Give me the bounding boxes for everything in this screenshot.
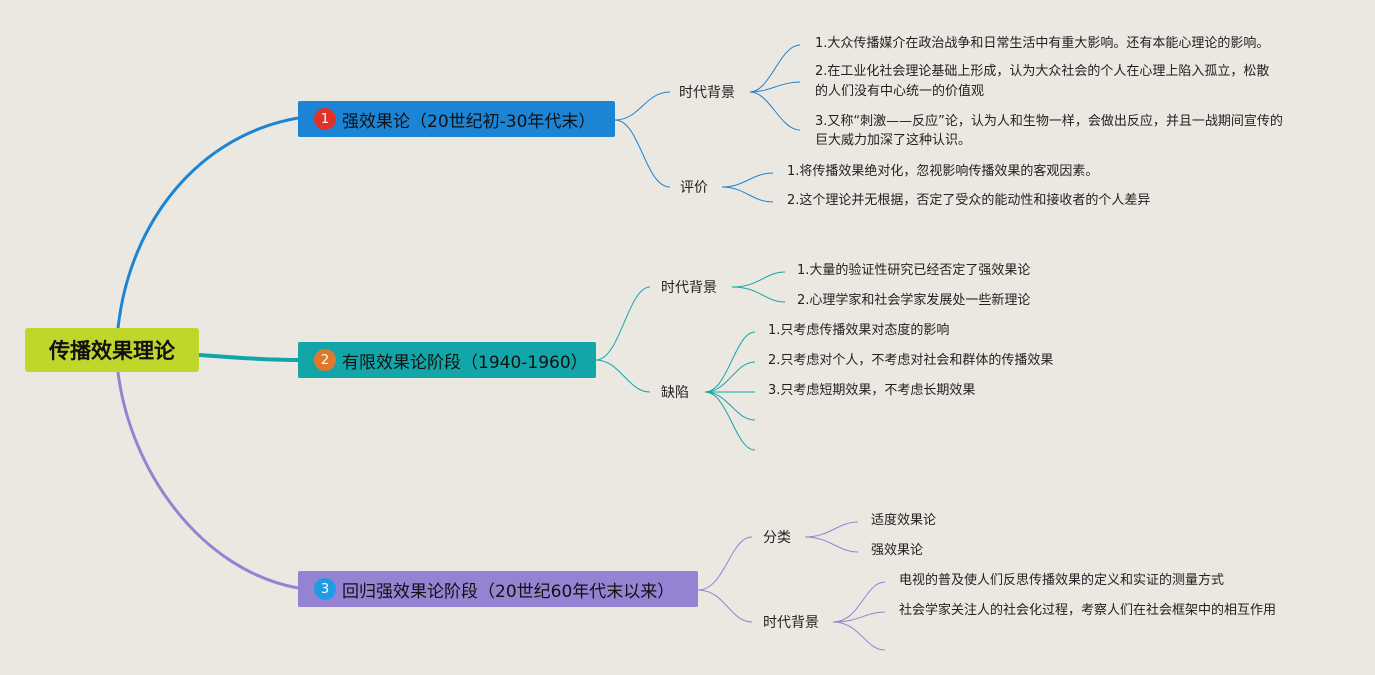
subtopic-defects[interactable]: 缺陷 — [661, 385, 689, 401]
subtopic-era-background[interactable]: 时代背景 — [763, 615, 819, 631]
link-b1s1-leaf3 — [749, 91, 801, 131]
link-b3s1-leaf2 — [804, 536, 859, 553]
leaf-text[interactable]: 电视的普及使人们反思传播效果的定义和实证的测量方式 — [899, 573, 1225, 588]
link-b1-sub2 — [614, 119, 671, 188]
link-b2-sub1 — [595, 286, 651, 361]
leaf-text[interactable]: 2.在工业化社会理论基础上形成，认为大众社会的个人在心理上陷入孤立，松散 — [815, 64, 1270, 79]
number-badge: 2 — [314, 349, 336, 371]
branch-label: 强效果论（20世纪初-30年代末） — [342, 111, 596, 132]
leaf-text[interactable]: 2.这个理论并无根据，否定了受众的能动性和接收者的个人差异 — [787, 193, 1151, 208]
root-topic[interactable]: 传播效果理论 — [25, 328, 199, 372]
link-b3s2-empty — [832, 621, 886, 651]
link-b2-sub2 — [595, 359, 651, 393]
leaf-text[interactable]: 2.只考虑对个人，不考虑对社会和群体的传播效果 — [768, 353, 1054, 368]
branch-strong-effect[interactable]: 1 强效果论（20世纪初-30年代末） — [298, 101, 615, 137]
subtopic-classification[interactable]: 分类 — [763, 530, 791, 546]
link-b1s2-leaf2 — [721, 186, 774, 203]
branch-limited-effect[interactable]: 2 有限效果论阶段（1940-1960） — [298, 342, 596, 378]
link-b2s1-leaf1 — [731, 271, 786, 288]
link-b2s1-leaf2 — [731, 286, 786, 303]
branch-return-strong-effect[interactable]: 3 回归强效果论阶段（20世纪60年代末以来） — [298, 571, 698, 607]
link-root-b1 — [116, 116, 299, 329]
link-b3s1-leaf1 — [804, 521, 859, 538]
link-root-b2 — [198, 353, 299, 362]
link-b1s2-leaf1 — [721, 172, 774, 188]
link-b3s2-leaf2 — [832, 611, 886, 623]
leaf-text[interactable]: 1.大众传播媒介在政治战争和日常生活中有重大影响。还有本能心理论的影响。 — [815, 36, 1270, 51]
link-b1s1-leaf2 — [749, 81, 801, 93]
branch-label: 回归强效果论阶段（20世纪60年代末以来） — [342, 581, 675, 602]
leaf-text[interactable]: 1.将传播效果绝对化，忽视影响传播效果的客观因素。 — [787, 164, 1099, 179]
link-b2s2-leaf2 — [704, 361, 756, 393]
subtopic-era-background[interactable]: 时代背景 — [661, 280, 717, 296]
link-b2s2-empty1 — [704, 391, 756, 421]
link-b3s2-leaf1 — [832, 581, 886, 623]
branch-label: 有限效果论阶段（1940-1960） — [342, 352, 588, 373]
number-badge: 1 — [314, 108, 336, 130]
leaf-text[interactable]: 2.心理学家和社会学家发展处一些新理论 — [797, 293, 1031, 308]
leaf-text[interactable]: 强效果论 — [871, 543, 924, 558]
link-b3-sub1 — [697, 536, 753, 591]
leaf-text[interactable]: 3.又称“刺激——反应”论，认为人和生物一样，会做出反应，并且一战期间宣传的 — [815, 114, 1283, 129]
link-b2s2-empty2 — [704, 391, 756, 451]
root-topic-label: 传播效果理论 — [49, 339, 175, 363]
leaf-text[interactable]: 巨大威力加深了这种认识。 — [815, 133, 972, 148]
leaf-text[interactable]: 适度效果论 — [871, 513, 937, 528]
subtopic-evaluation[interactable]: 评价 — [680, 180, 708, 196]
link-b1s1-leaf1 — [749, 44, 801, 93]
link-b1-sub1 — [614, 91, 671, 121]
leaf-text[interactable]: 社会学家关注人的社会化过程，考察人们在社会框架中的相互作用 — [899, 603, 1277, 618]
link-b3-sub2 — [697, 589, 753, 623]
leaf-text[interactable]: 1.只考虑传播效果对态度的影响 — [768, 323, 950, 338]
leaf-text[interactable]: 1.大量的验证性研究已经否定了强效果论 — [797, 263, 1031, 278]
link-b2s2-leaf1 — [704, 331, 756, 393]
link-root-b3 — [116, 371, 299, 590]
leaf-text[interactable]: 的人们没有中心统一的价值观 — [815, 84, 985, 99]
number-badge: 3 — [314, 578, 336, 600]
leaf-text[interactable]: 3.只考虑短期效果，不考虑长期效果 — [768, 383, 976, 398]
subtopic-era-background[interactable]: 时代背景 — [679, 85, 735, 101]
